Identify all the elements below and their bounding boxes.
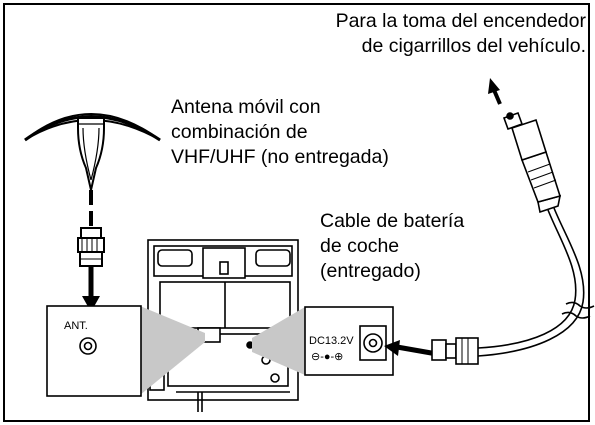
dc-callout [252,306,394,376]
battery-cable-caption: Cable de batería de coche (entregado) [320,210,465,282]
ant-port-label: ANT. [64,320,88,332]
car-battery-cable [384,78,595,365]
lighter-socket-caption: Para la toma del encendedor de cigarrill… [335,10,586,57]
dc-port-label: DC13.2V [309,335,354,347]
dc-polarity-symbol: ⊖-●-⊕ [311,351,343,363]
mobile-antenna [24,113,161,312]
ant-callout [46,305,205,397]
antenna-caption: Antena móvil con combinación de VHF/UHF … [171,96,389,168]
